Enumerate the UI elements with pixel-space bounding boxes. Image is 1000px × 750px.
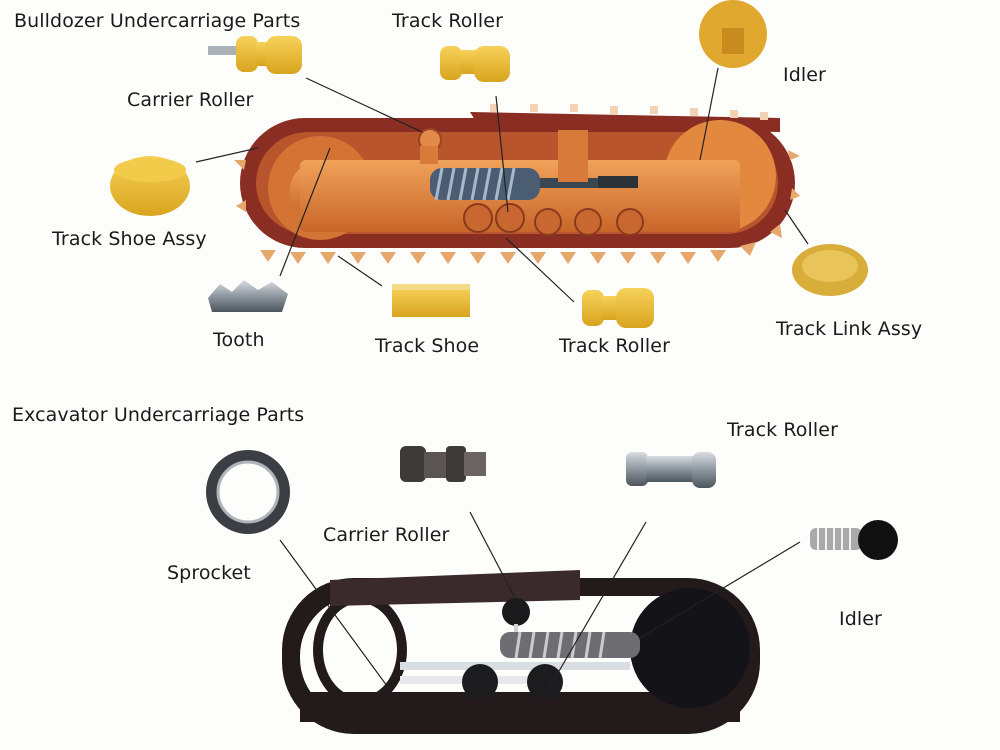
label-bulldozer-track-roller-top: Track Roller [392,10,503,32]
excavator-section-title: Excavator Undercarriage Parts [12,404,305,426]
label-tooth: Tooth [213,329,265,351]
track-link-assy-part [792,244,868,296]
label-track-shoe-assy: Track Shoe Assy [52,228,207,250]
label-excavator-carrier-roller: Carrier Roller [323,524,450,546]
label-excavator-sprocket: Sprocket [167,562,251,584]
track-shoe-part [392,284,470,317]
excavator-track-roller-part [626,452,716,488]
excavator-idler [630,588,750,708]
label-bulldozer-carrier-roller: Carrier Roller [127,89,254,111]
tooth-part [208,280,288,312]
label-track-shoe: Track Shoe [375,335,480,357]
leader-lines [195,67,809,691]
excavator-assembly [282,570,760,734]
bulldozer-idler-part [699,0,767,68]
excavator-carrier-roller-part [400,446,486,482]
label-bulldozer-track-roller-bottom: Track Roller [559,335,670,357]
bulldozer-carrier-roller-part [208,36,302,74]
label-excavator-track-roller: Track Roller [727,419,838,441]
bulldozer-track-roller-bottom-part [582,288,654,328]
bulldozer-track-rollers [463,203,644,236]
track-shoe-assy-part [110,156,190,216]
label-track-link-assy: Track Link Assy [776,318,923,340]
excavator-idler-part [810,520,898,560]
excavator-recoil-spring [500,632,640,658]
bulldozer-section-title: Bulldozer Undercarriage Parts [14,10,301,32]
track-grousers [234,150,800,264]
excavator-sprocket-part [206,450,290,534]
label-bulldozer-idler: Idler [783,64,826,86]
bulldozer-assembly [234,104,800,264]
label-excavator-idler: Idler [839,608,882,630]
bulldozer-track-roller-top-part [440,46,510,82]
